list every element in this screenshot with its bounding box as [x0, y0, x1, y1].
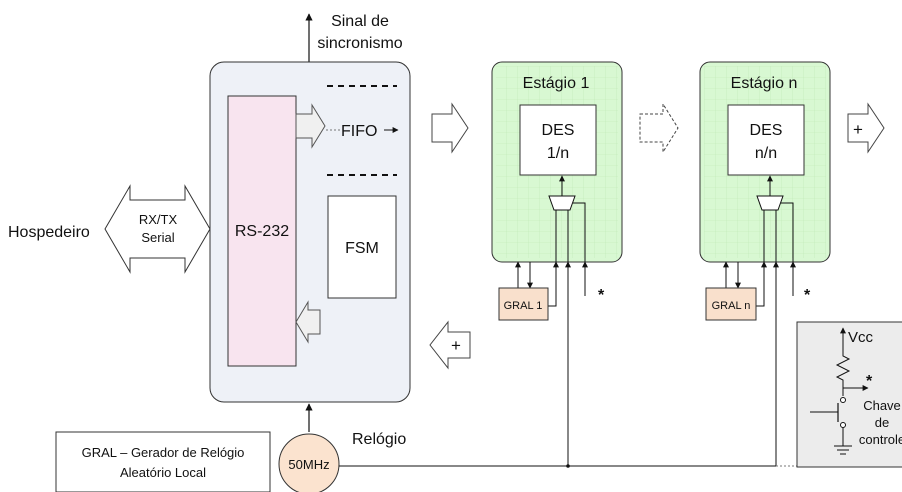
output-plus-label: +	[853, 120, 863, 139]
serial-link-double-arrow	[104, 184, 211, 274]
stage-n-mux-select	[781, 202, 794, 268]
stage-n-gral-label: GRAL n	[712, 300, 751, 312]
stage-n-mux	[756, 195, 784, 211]
uart-label: RS-232	[235, 223, 289, 240]
stage-1-des-block	[519, 104, 597, 176]
serial-link-label-line1: RX/TX	[139, 212, 178, 227]
uart-block	[227, 95, 297, 367]
stage-1-star: *	[598, 287, 605, 304]
vcc-label: Vcc	[848, 329, 874, 346]
stage-n-title: Estágio n	[731, 75, 798, 92]
legend-box	[55, 431, 271, 492]
switch-contact-bottom	[840, 422, 846, 428]
fsm-label: FSM	[345, 240, 379, 257]
switch-label-line3: controle	[859, 432, 902, 447]
stage-1-gral-label: GRAL 1	[504, 300, 543, 312]
clock-label: Relógio	[352, 431, 406, 448]
sync-label-line2: sincronismo	[317, 35, 402, 52]
stage-n-gral-block	[705, 287, 757, 321]
legend-line2: Aleatório Local	[120, 465, 206, 480]
switch-contact-top	[840, 397, 846, 403]
stage-n-des-line2: n/n	[755, 145, 777, 162]
sync-label-line1: Sinal de	[331, 13, 389, 30]
clock-junction-stage-1	[566, 464, 570, 468]
stage-n-des-line1: DES	[750, 122, 783, 139]
stage-n-gral-out	[756, 261, 767, 307]
feedback-plus-arrow	[429, 320, 471, 370]
pullup-resistor	[835, 352, 851, 396]
uart-to-fifo-arrow	[295, 103, 326, 149]
stage-1-gral-out	[548, 261, 559, 307]
host-label: Hospedeiro	[8, 224, 90, 241]
switch-panel	[796, 321, 902, 468]
stage-1-title: Estágio 1	[523, 75, 590, 92]
stage-1-gral-block	[498, 287, 549, 321]
data-arrow-stage1-to-stagen	[639, 102, 679, 154]
switch-star: *	[866, 373, 873, 390]
stage-1-mux	[548, 195, 576, 211]
stage-n-des-block	[727, 104, 805, 176]
clock-frequency: 50MHz	[288, 457, 329, 472]
output-plus-arrow	[847, 102, 885, 154]
stage-n-star: *	[804, 287, 811, 304]
switch-label-line1: Chave	[863, 398, 901, 413]
serial-link-label-line2: Serial	[141, 230, 174, 245]
fsm-block	[327, 195, 397, 299]
fifo-label: FIFO	[341, 123, 377, 140]
switch-label-line2: de	[875, 415, 889, 430]
feedback-plus-label: +	[451, 336, 461, 355]
stage-1-des-line2: 1/n	[547, 145, 569, 162]
stage-1-mux-select	[573, 202, 586, 268]
clock-oscillator	[278, 433, 340, 492]
legend-line1: GRAL – Gerador de Relógio	[82, 445, 245, 460]
feedback-into-uart-arrow	[295, 300, 321, 344]
stage-1-des-line1: DES	[542, 122, 575, 139]
data-arrow-to-stage1	[431, 102, 469, 154]
